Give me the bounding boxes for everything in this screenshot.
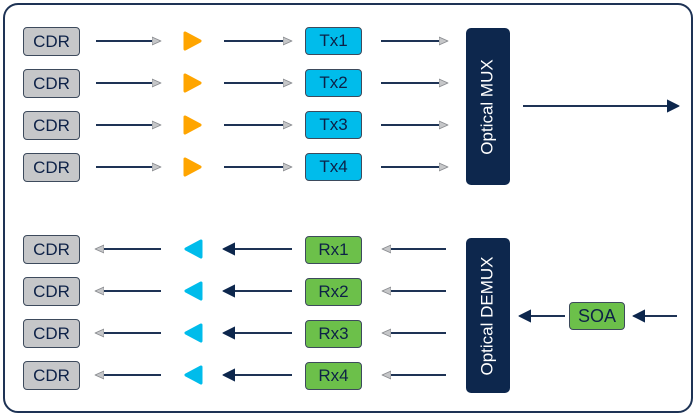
tx-block-3: Tx3 xyxy=(305,111,362,139)
rx-block-4: Rx4 xyxy=(305,362,362,390)
rx-cdr-4: CDR xyxy=(23,361,80,390)
tx-amplifier-icon-3 xyxy=(183,115,202,135)
tx-cdr-4: CDR xyxy=(23,153,80,182)
rx-cdr-2: CDR xyxy=(23,277,80,306)
tx-cdr-3: CDR xyxy=(23,111,80,140)
diagram-frame xyxy=(3,3,693,413)
rx-amplifier-icon-1 xyxy=(184,239,203,259)
tx-block-1: Tx1 xyxy=(305,27,362,55)
tx-block-4: Tx4 xyxy=(305,153,362,181)
tx-cdr-1: CDR xyxy=(23,27,80,56)
tx-amplifier-icon-2 xyxy=(183,73,202,93)
tx-cdr-2: CDR xyxy=(23,69,80,98)
tx-block-2: Tx2 xyxy=(305,69,362,97)
optical-demux-label: Optical DEMUX xyxy=(478,255,497,376)
optical-demux: Optical DEMUX xyxy=(466,238,510,393)
rx-cdr-3: CDR xyxy=(23,319,80,348)
rx-amplifier-icon-4 xyxy=(184,365,203,385)
soa-block: SOA xyxy=(569,302,625,330)
rx-block-3: Rx3 xyxy=(305,320,362,348)
optical-mux-label: Optical MUX xyxy=(478,58,498,155)
rx-amplifier-icon-3 xyxy=(184,323,203,343)
rx-cdr-1: CDR xyxy=(23,235,80,264)
optical-mux: Optical MUX xyxy=(466,28,510,185)
rx-block-2: Rx2 xyxy=(305,278,362,306)
tx-amplifier-icon-1 xyxy=(183,31,202,51)
rx-amplifier-icon-2 xyxy=(184,281,203,301)
rx-block-1: Rx1 xyxy=(305,236,362,264)
tx-amplifier-icon-4 xyxy=(183,157,202,177)
